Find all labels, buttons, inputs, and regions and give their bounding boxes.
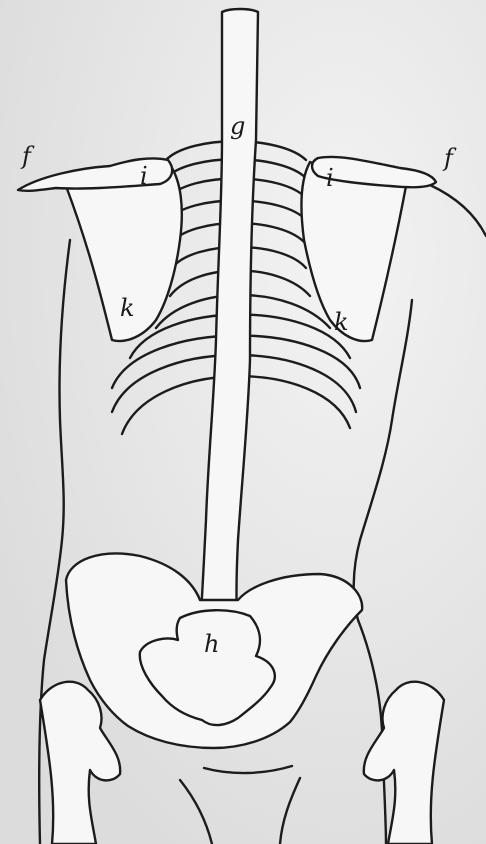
label-i-right: i — [326, 164, 334, 192]
label-k-left: k — [120, 294, 135, 322]
label-i-left: i — [140, 162, 148, 190]
label-g: g — [230, 112, 245, 140]
label-h: h — [204, 630, 219, 658]
label-k-right: k — [334, 308, 349, 336]
